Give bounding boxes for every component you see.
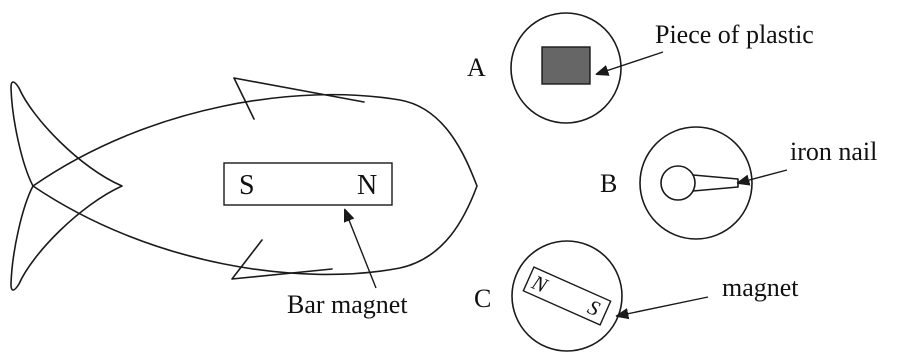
item-b: B iron nail [600, 126, 877, 240]
bar-magnet: S N [223, 162, 393, 206]
fish [10, 77, 478, 291]
plastic-arrow [597, 51, 664, 74]
fish-bottom-fin [231, 239, 333, 280]
plastic-piece [541, 46, 591, 85]
item-c-letter: C [474, 284, 491, 313]
bar-magnet-s-pole: S [239, 170, 255, 201]
item-a-letter: A [467, 53, 486, 82]
iron-nail-shaft [692, 174, 739, 192]
iron-nail-head [660, 165, 696, 201]
bar-magnet-n-pole: N [357, 170, 377, 201]
small-magnet-label: magnet [722, 273, 799, 302]
bar-magnet-arrow [345, 210, 377, 289]
item-b-circle [639, 126, 753, 240]
fish-top-fin [233, 77, 365, 120]
plastic-label: Piece of plastic [655, 20, 814, 49]
iron-nail [660, 165, 739, 201]
small-magnet-body [522, 266, 612, 326]
iron-nail-label: iron nail [790, 137, 877, 166]
bar-magnet-body [223, 162, 393, 206]
item-c: C N S magnet [474, 240, 799, 352]
item-c-circle [511, 240, 623, 352]
item-a-circle [510, 12, 622, 124]
small-magnet-arrow [617, 296, 709, 316]
item-b-letter: B [600, 169, 617, 198]
fish-tail [10, 81, 123, 291]
small-magnet: N S [522, 266, 612, 326]
item-a: A Piece of plastic [467, 12, 814, 124]
bar-magnet-label: Bar magnet [287, 290, 408, 319]
iron-nail-arrow [738, 169, 788, 183]
fish-body [32, 93, 478, 276]
